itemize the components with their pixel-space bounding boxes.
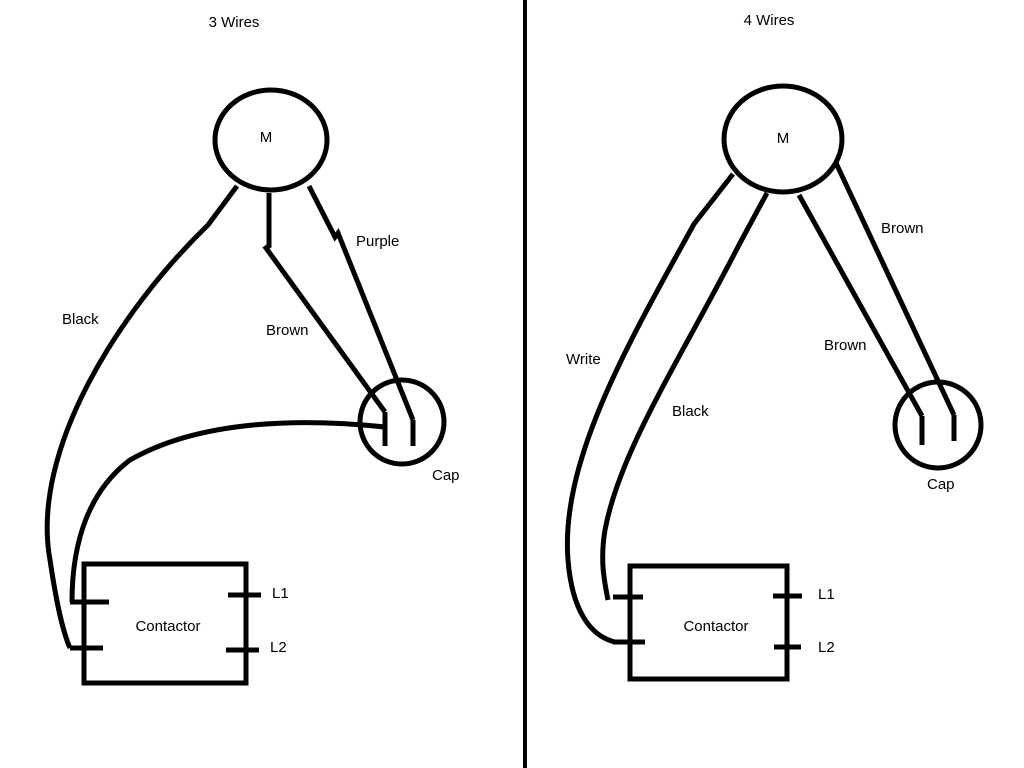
capacitor: Cap bbox=[357, 377, 460, 484]
terminal-l2-label: L2 bbox=[270, 639, 287, 656]
terminal-l1-label: L1 bbox=[272, 585, 289, 602]
wire-label-brown: Brown bbox=[266, 322, 309, 339]
wire-brown bbox=[262, 193, 388, 414]
panel-title: 3 Wires bbox=[209, 14, 260, 31]
capacitor: Cap bbox=[892, 379, 984, 493]
contactor-label: Contactor bbox=[683, 618, 748, 635]
panel-3-wires: 3 Wires M Cap Contactor L1 L2 Black bbox=[44, 14, 460, 686]
panel-4-wires: 4 Wires M Cap Contactor L1 L2 Write bbox=[564, 12, 984, 682]
wire-brown-1 bbox=[796, 193, 925, 418]
motor: M bbox=[212, 87, 330, 193]
capacitor-label: Cap bbox=[432, 467, 460, 484]
wire-black bbox=[600, 191, 770, 601]
wire-write bbox=[564, 172, 735, 645]
motor-label: M bbox=[260, 129, 273, 146]
wire-black bbox=[44, 184, 240, 650]
wire-label-brown-2: Brown bbox=[881, 220, 924, 237]
wire-label-brown-1: Brown bbox=[824, 337, 867, 354]
capacitor-circle bbox=[357, 377, 447, 467]
contactor: Contactor L1 L2 bbox=[70, 561, 289, 686]
terminal-l2-label: L2 bbox=[818, 639, 835, 656]
panel-title: 4 Wires bbox=[744, 12, 795, 29]
terminal-l1-label: L1 bbox=[818, 586, 835, 603]
motor-circle bbox=[212, 87, 330, 193]
motor: M bbox=[721, 83, 845, 195]
wire-label-purple: Purple bbox=[356, 233, 399, 250]
capacitor-label: Cap bbox=[927, 476, 955, 493]
wire-label-black: Black bbox=[672, 403, 709, 420]
motor-circle bbox=[721, 83, 845, 195]
contactor-box bbox=[81, 561, 249, 686]
contactor-box bbox=[627, 563, 790, 682]
wire-label-write: Write bbox=[566, 351, 601, 368]
wire-label-black: Black bbox=[62, 311, 99, 328]
wire-cap-to-contactor bbox=[69, 420, 386, 603]
contactor-label: Contactor bbox=[135, 618, 200, 635]
contactor: Contactor L1 L2 bbox=[613, 563, 835, 682]
wire-purple bbox=[306, 184, 416, 421]
wire-brown-2 bbox=[833, 161, 957, 417]
motor-label: M bbox=[777, 130, 790, 147]
